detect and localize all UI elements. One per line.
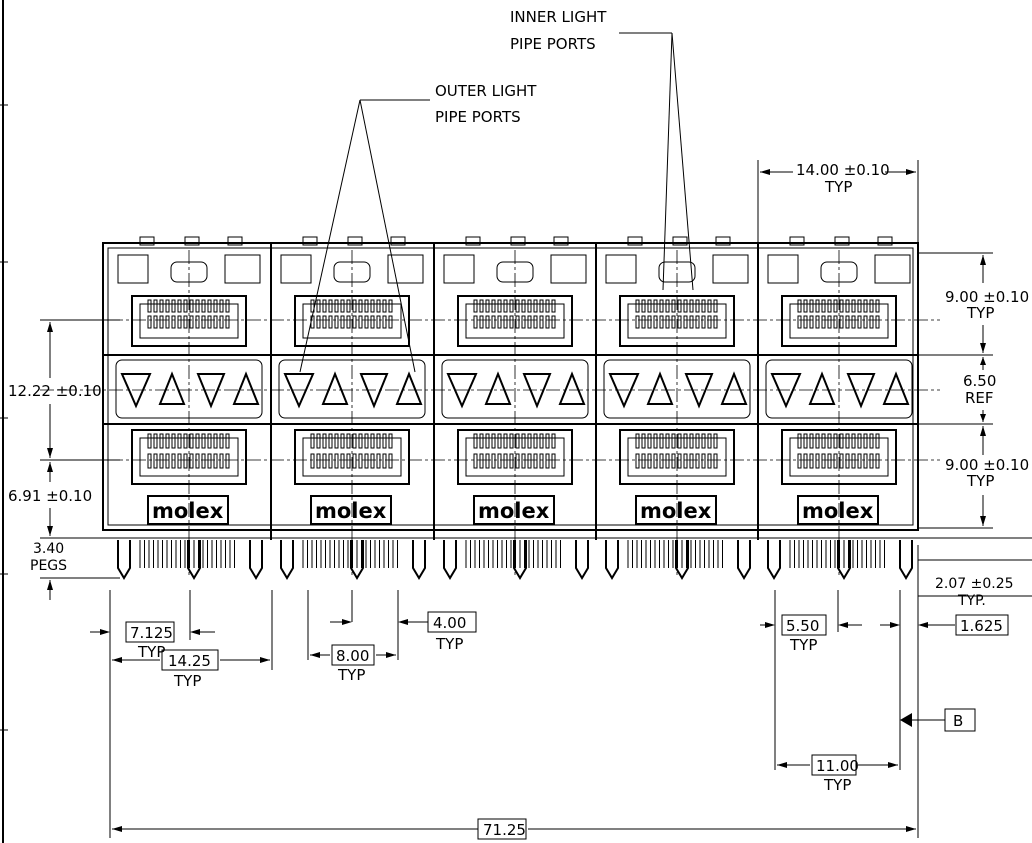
dim-1100: 11.00 [816, 757, 859, 775]
left-vertical-dimensions [40, 319, 120, 600]
pitch-top-typ: TYP [824, 178, 852, 196]
peg-dim-typ: TYP. [957, 593, 986, 609]
dim-1625: 1.625 [960, 617, 1003, 635]
dim-550-typ: TYP [789, 636, 817, 654]
datum-b-label: B [953, 712, 963, 730]
port-cages: molex molex molex molex molex [40, 236, 940, 580]
boxed-dimension-frames [125, 611, 1009, 840]
inner-light-pipe-label-1: INNER LIGHT [510, 8, 607, 26]
overall-height: 12.22 ±0.10 [8, 382, 102, 400]
drawing-frame [0, 0, 8, 843]
lower-port-typ: TYP [966, 472, 994, 490]
inner-light-pipe-label-2: PIPE PORTS [510, 35, 596, 53]
port-5: molex [757, 236, 913, 580]
pitch-top-value: 14.00 ±0.10 [796, 161, 890, 179]
dim-7125-typ: TYP [137, 643, 165, 661]
right-edge-leaders [918, 537, 1032, 597]
bottom-extension-lines [109, 545, 919, 838]
dim-800: 8.00 [336, 647, 369, 665]
port-3: molex [433, 236, 589, 580]
molex-logo-text-4: molex [640, 499, 712, 523]
dim-1425: 14.25 [168, 652, 211, 670]
peg-dim-value: 2.07 ±0.25 [935, 576, 1014, 592]
pitch-dimension [757, 160, 919, 245]
upper-port-typ: TYP [966, 304, 994, 322]
lower-height: 6.91 ±0.10 [8, 487, 92, 505]
molex-logo-text-3: molex [478, 499, 550, 523]
molex-logo-text-1: molex [152, 499, 224, 523]
upper-port-height: 9.00 ±0.10 [945, 288, 1029, 306]
dim-800-typ: TYP [337, 666, 365, 684]
outer-light-pipe-label-1: OUTER LIGHT [435, 82, 537, 100]
dim-1100-typ: TYP [823, 776, 851, 794]
overall-width: 71.25 [483, 821, 526, 839]
port-1: molex [115, 236, 263, 580]
pegs-label: PEGS [30, 558, 67, 574]
outer-light-pipe-label-2: PIPE PORTS [435, 108, 521, 126]
datum-b-marker [900, 708, 976, 732]
dim-7125: 7.125 [130, 624, 173, 642]
molex-logo-text-2: molex [315, 499, 387, 523]
mid-ref-value: 6.50 [963, 372, 996, 390]
connector-body [102, 242, 919, 539]
right-vertical-dimensions [918, 252, 993, 529]
dim-400: 4.00 [433, 614, 466, 632]
callout-leaders [299, 32, 694, 373]
dim-1425-typ: TYP [173, 672, 201, 690]
dim-400-typ: TYP [435, 635, 463, 653]
molex-logo-text-5: molex [802, 499, 874, 523]
dim-550: 5.50 [786, 617, 819, 635]
pegs-value: 3.40 [33, 541, 64, 557]
lower-port-height: 9.00 ±0.10 [945, 456, 1029, 474]
port-4: molex [595, 236, 751, 580]
bottom-horizontal-dimensions [90, 619, 955, 832]
port-2: molex [270, 236, 426, 580]
mid-ref-label: REF [965, 389, 994, 407]
